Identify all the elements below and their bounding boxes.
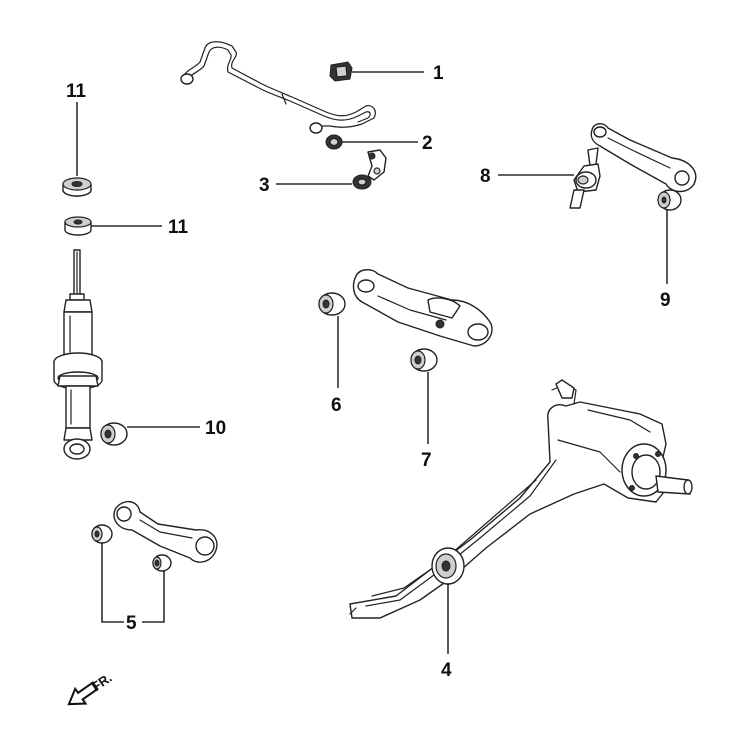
part-1-stabilizer-bushing bbox=[329, 61, 353, 82]
callout-1-label: 1 bbox=[433, 63, 444, 84]
part-5-arm-bushing-a bbox=[91, 524, 113, 544]
callout-11-top-label: 11 bbox=[66, 81, 87, 102]
callout-2-label: 2 bbox=[422, 133, 433, 154]
callout-10-label: 10 bbox=[205, 418, 226, 439]
callout-3-label: 3 bbox=[259, 175, 270, 196]
part-6-bushing bbox=[318, 292, 346, 316]
part-4-trailing-arm-bushing bbox=[431, 547, 465, 585]
callout-4-label: 4 bbox=[441, 660, 452, 681]
part-11-lower-mount-cushion bbox=[64, 216, 92, 236]
callout-7-label: 7 bbox=[421, 450, 432, 471]
upper-control-arm bbox=[590, 123, 697, 193]
callout-5-leader bbox=[101, 543, 165, 623]
lower-control-arm bbox=[113, 501, 218, 563]
part-8-link-bushing bbox=[569, 147, 601, 209]
part-2-link-bushing bbox=[325, 134, 343, 150]
part-3-bushing bbox=[352, 174, 372, 190]
shock-absorber bbox=[53, 249, 103, 460]
part-9-bushing bbox=[657, 189, 682, 211]
callout-6-label: 6 bbox=[331, 395, 342, 416]
part-7-bushing bbox=[410, 348, 438, 372]
part-10-shock-bushing bbox=[100, 422, 128, 446]
part-5-arm-bushing-b bbox=[152, 554, 172, 572]
part-11-upper-mount-cushion bbox=[62, 177, 92, 197]
callout-11-bottom-label: 11 bbox=[168, 217, 189, 238]
callout-9-label: 9 bbox=[660, 290, 671, 311]
callout-5-label: 5 bbox=[126, 613, 137, 634]
trailing-arm-bracket bbox=[352, 269, 493, 347]
trailing-arm-knuckle bbox=[349, 379, 693, 619]
stabilizer-link-bracket bbox=[367, 149, 387, 181]
callout-8-label: 8 bbox=[480, 166, 491, 187]
front-direction-arrow-icon bbox=[67, 681, 99, 706]
stabilizer-bar bbox=[180, 41, 376, 134]
